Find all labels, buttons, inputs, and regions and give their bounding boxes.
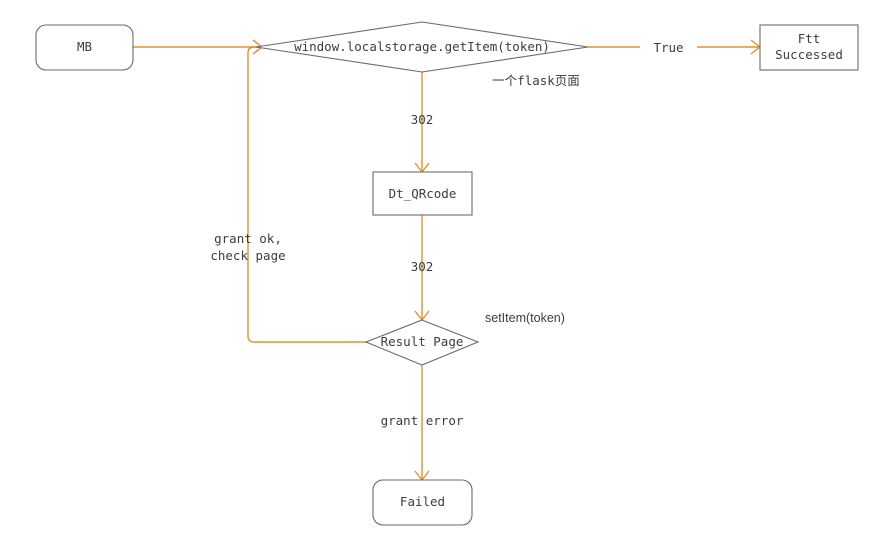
edge-label-grant-ok-line2: check page xyxy=(210,248,286,263)
node-failed[interactable] xyxy=(372,479,473,526)
node-ftt-successed-label-line1: Ftt xyxy=(797,31,821,46)
edge-label-set-item: setItem(token) xyxy=(485,311,565,325)
edge-label-flask-page: 一个flask页面 xyxy=(492,73,580,88)
edge-label-true: True xyxy=(653,40,684,55)
edge-label-grant-ok-line1: grant ok, xyxy=(214,231,282,246)
node-mb-label: MB xyxy=(76,39,93,54)
node-check-token[interactable] xyxy=(255,21,589,73)
node-check-token-label: window.localstorage.getItem(token) xyxy=(294,39,550,54)
node-result-page-label: Result Page xyxy=(380,334,464,349)
node-dt-qrcode-label: Dt_QRcode xyxy=(388,186,457,201)
node-ftt-successed-label-line2: Successed xyxy=(775,47,843,62)
edge-label-grant-error: grant error xyxy=(380,413,464,428)
node-dt-qrcode[interactable] xyxy=(372,171,473,216)
edge-label-redirect-2: 302 xyxy=(410,259,434,274)
node-ftt-successed[interactable] xyxy=(759,24,859,71)
node-mb[interactable] xyxy=(35,24,134,71)
edge-result-loop-back xyxy=(247,46,368,343)
node-result-page[interactable] xyxy=(364,319,480,366)
node-failed-label: Failed xyxy=(399,494,446,509)
edge-label-redirect-1: 302 xyxy=(410,112,434,127)
